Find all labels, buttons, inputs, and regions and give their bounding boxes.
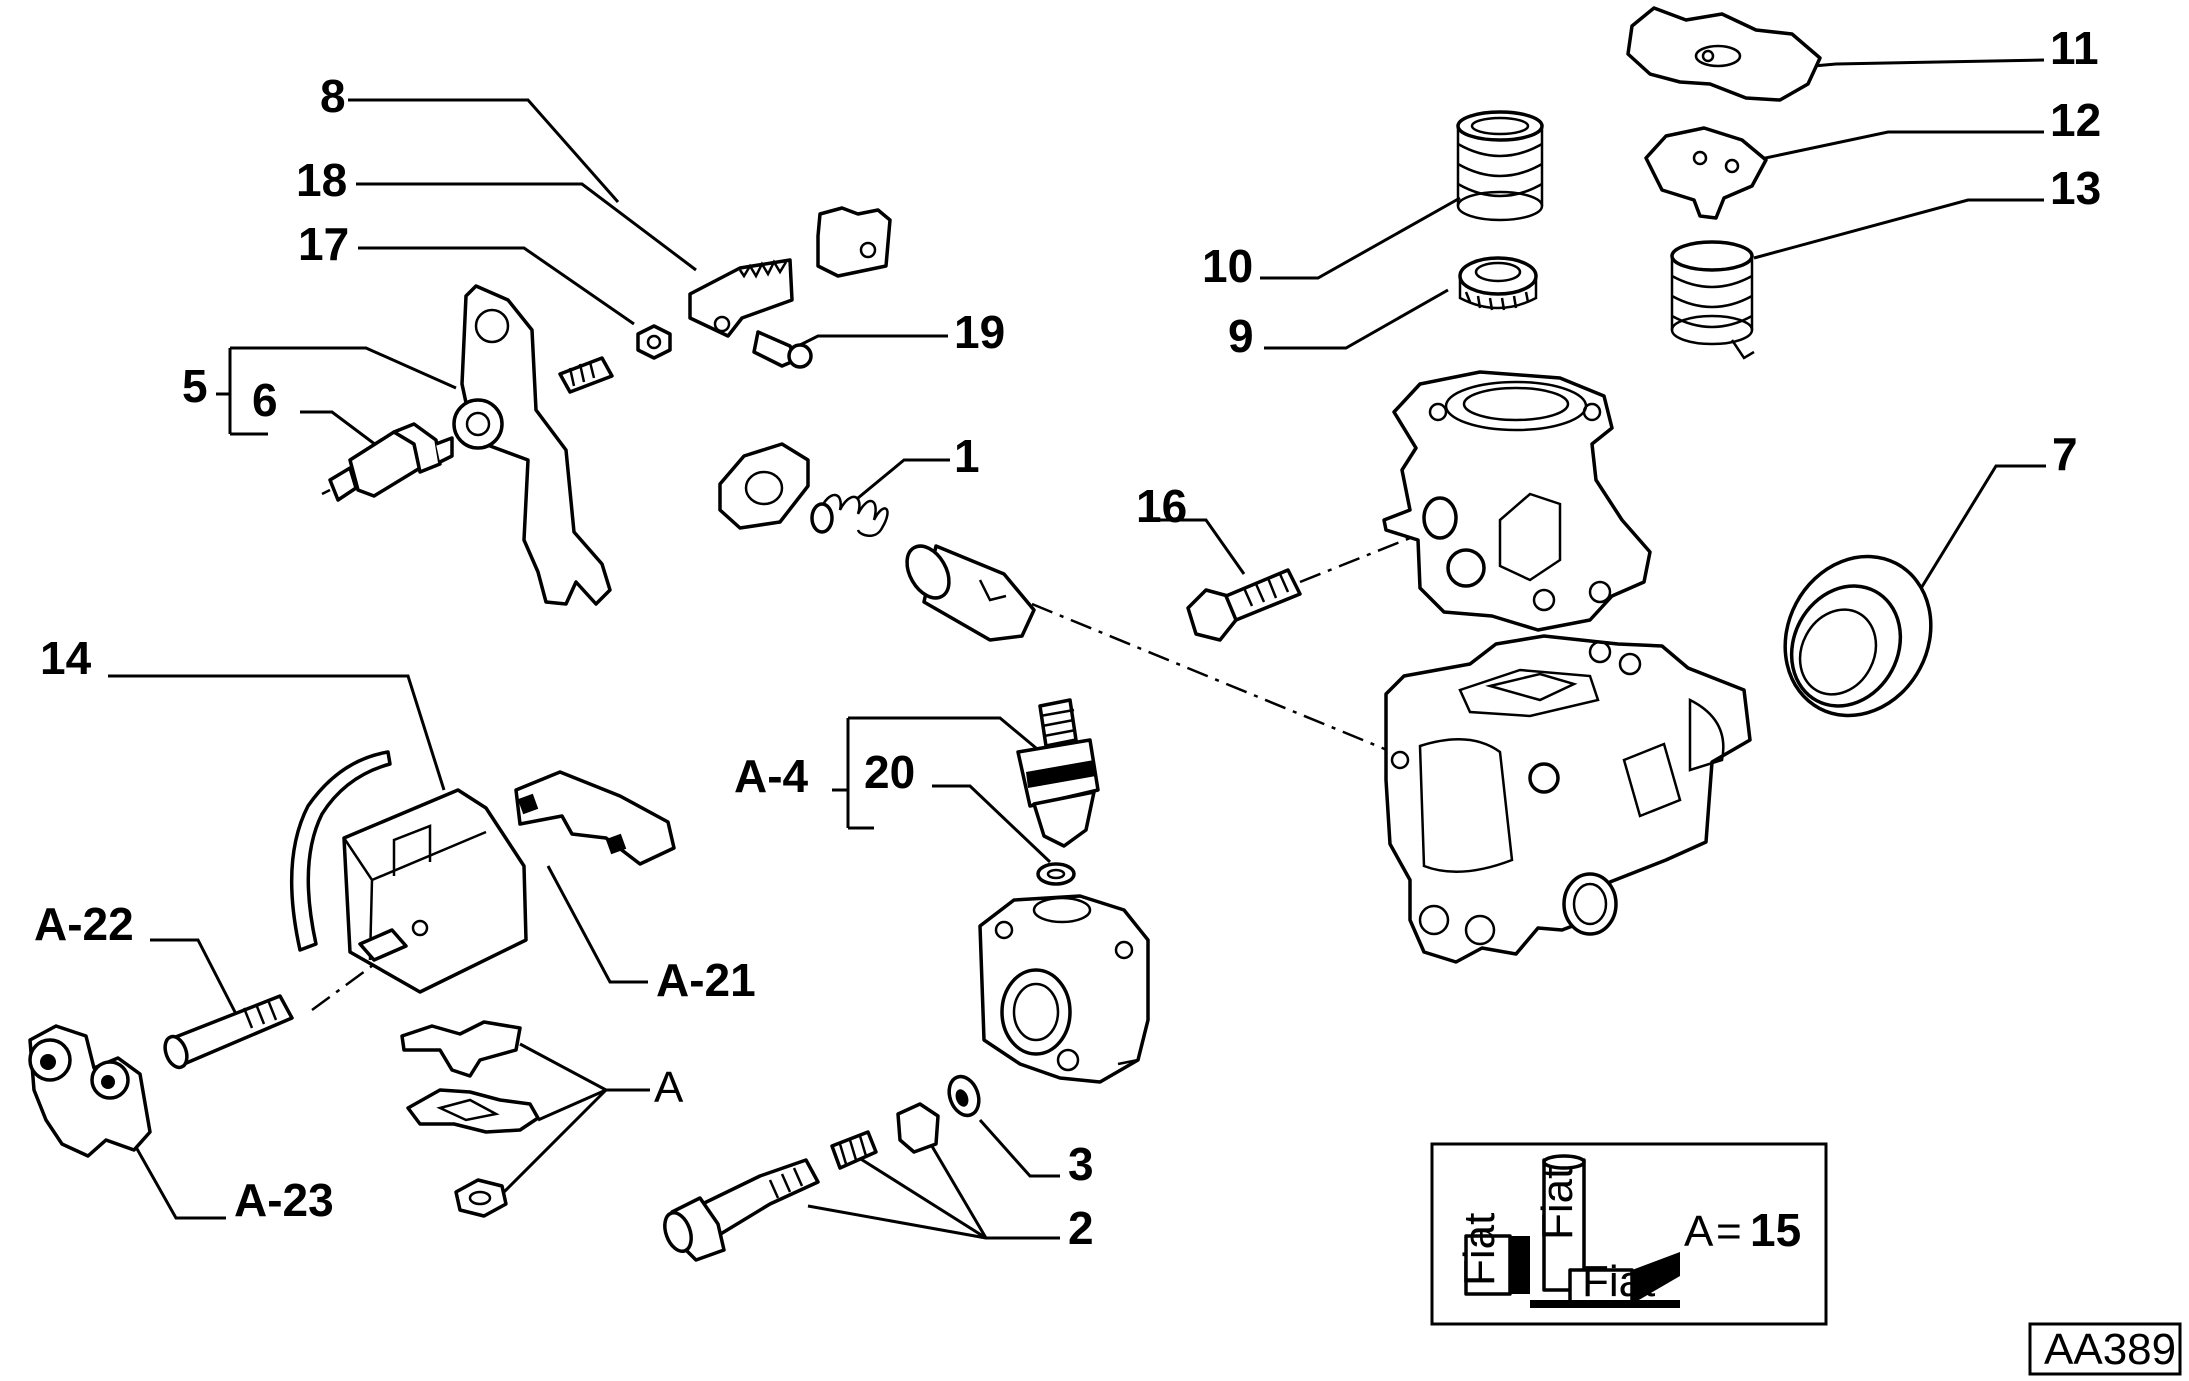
part-sleeve [905,544,1036,642]
legend-sign: = [1716,1207,1742,1256]
leader-2-1 [924,1135,1060,1240]
drawing-code-box: AA389 [2028,1322,2182,1376]
part-3-washer [947,1074,981,1118]
callout-labels: 8 18 17 5 6 19 1 10 9 11 12 13 7 16 14 A… [34,22,2101,1254]
leader-1 [857,458,950,500]
leader-A-21 [546,865,648,984]
sealant-can-left-icon: Fiat [1455,1213,1530,1296]
can-left-label: Fiat [1455,1213,1504,1286]
leader-lines [108,58,2046,1240]
label-2: 2 [1068,1202,1094,1254]
part-11-cover-plate [1626,6,1822,102]
label-A: A [654,1063,684,1112]
part-19-screw [752,330,813,369]
sealant-tube-icon: Fiat [1533,1154,1586,1292]
leader-9 [1264,288,1449,350]
leader-3 [978,1119,1060,1178]
part-13-spring [1670,240,1755,360]
label-13: 13 [2050,162,2101,214]
tube-label: Fiat [1533,1167,1582,1240]
leader-20 [932,784,1052,864]
leader-13 [1753,198,2044,260]
axis-solenoid [311,958,381,1012]
part-A-4-valve [1016,698,1100,848]
leader-10 [1260,196,1461,280]
leader-8 [348,98,620,203]
label-14: 14 [40,632,92,684]
part-A-kit [400,1020,540,1218]
leader-A-23 [130,1139,226,1220]
part-5-lever [452,284,614,606]
leader-A-1 [519,1042,650,1092]
part-6-sensor [321,422,454,502]
legend-box: Fiat Fiat Fiat A = 15 [1430,1142,1828,1326]
part-1-spring [810,493,889,537]
leader-16 [1140,518,1246,575]
part-7-seal-ring [1783,554,1933,718]
label-3: 3 [1068,1138,1094,1190]
label-17: 17 [298,218,349,270]
label-16: 16 [1136,480,1187,532]
leader-A-2 [537,1088,607,1122]
label-7: 7 [2052,428,2078,480]
leader-A-4 [848,716,1037,750]
leader-14 [108,674,446,791]
leader-18 [356,182,697,272]
sealant-can-right-icon: Fiat [1568,1252,1680,1306]
part-16-bolt [1186,568,1302,642]
leader-12 [1755,130,2044,162]
part-A-21-clip [514,770,676,866]
label-5: 5 [182,360,208,412]
label-9: 9 [1228,310,1254,362]
part-upper-housing [1382,370,1652,632]
label-20: 20 [864,746,915,798]
label-12: 12 [2050,94,2101,146]
label-8: 8 [320,70,346,122]
label-10: 10 [1202,240,1253,292]
part-14-solenoid [289,750,528,994]
label-1: 1 [954,430,980,482]
leader-2-2 [855,1154,987,1240]
part-A-22-stud [163,994,294,1070]
label-18: 18 [296,154,347,206]
legend-value: 15 [1750,1204,1801,1256]
label-A-4: A-4 [734,750,809,802]
leader-2-3 [807,1204,987,1240]
can-right-label: Fiat [1582,1257,1655,1306]
part-10-spring [1456,110,1544,222]
leader-7 [1918,464,2046,591]
axis-sleeve [1031,602,1393,754]
legend-prefix: A [1684,1207,1714,1256]
leader-19 [789,334,948,352]
part-pump-body [1384,634,1752,964]
label-A-23: A-23 [234,1174,334,1226]
part-valve-housing [978,894,1150,1084]
leader-17 [358,246,635,326]
leader-5 [230,346,457,390]
leader-6 [300,410,381,450]
part-2-fitting [663,1102,940,1262]
label-A-22: A-22 [34,898,134,950]
part-17-nut [636,324,672,360]
leader-A-3 [498,1088,608,1198]
part-12-plate [1644,126,1768,220]
part-A-23-bracket [28,1024,152,1158]
label-19: 19 [954,306,1005,358]
part-flange-plate [718,442,810,530]
label-A-21: A-21 [656,954,756,1006]
label-11: 11 [2050,22,2099,74]
part-18-rack-block [688,258,794,338]
drawing-code: AA389 [2044,1325,2176,1374]
part-8-block [816,206,892,278]
leader-A-22 [150,938,238,1015]
part-20-washer [1036,862,1076,886]
part-9-gear [1458,256,1538,311]
label-6: 6 [252,374,278,426]
